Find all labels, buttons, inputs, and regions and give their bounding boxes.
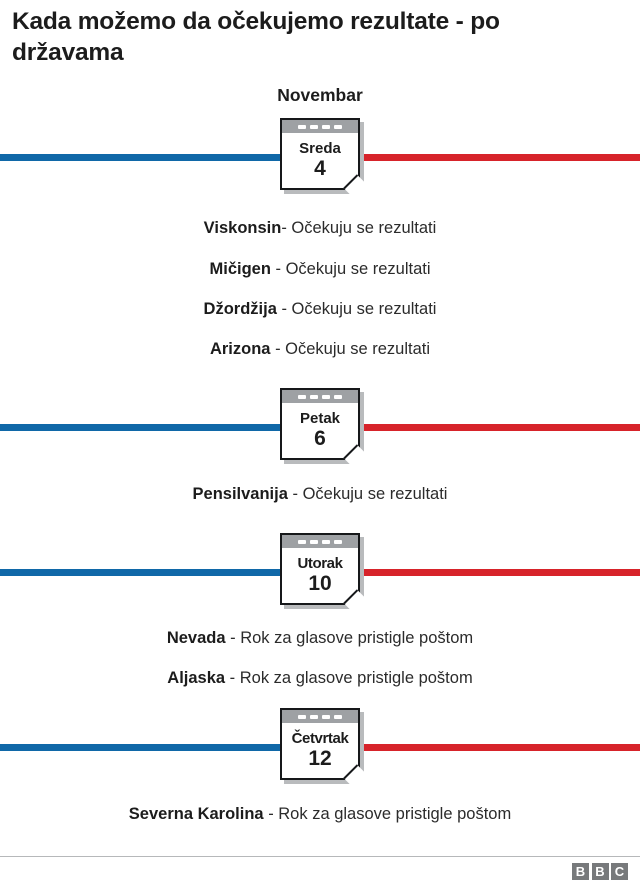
page-title: Kada možemo da očekujemo rezultate - po … <box>12 8 500 67</box>
event-state: Aljaska <box>167 669 226 687</box>
rail-blue-1 <box>0 154 320 161</box>
event-row: Severna Karolina - Rok za glasove pristi… <box>0 805 640 825</box>
calendar-day-number-4: 12 <box>308 747 332 771</box>
calendar-ring-icon <box>334 539 342 544</box>
calendar-card-body-3: Utorak 10 <box>282 548 358 603</box>
rail-red-2 <box>320 424 640 431</box>
event-desc: - Rok za glasove pristigle poštom <box>230 629 474 647</box>
event-state: Nevada <box>166 629 226 647</box>
event-desc: - Očekuju se rezultati <box>275 340 431 358</box>
calendar-day-number-3: 10 <box>308 572 332 596</box>
bbc-letter-1: B <box>572 863 589 880</box>
calendar-ring-icon <box>298 124 306 129</box>
calendar-ring-icon <box>322 124 330 129</box>
event-row: Džordžija - Očekuju se rezultati <box>0 300 640 320</box>
bbc-logo: B B C <box>572 863 628 880</box>
rail-blue-2 <box>0 424 320 431</box>
event-row: Pensilvanija - Očekuju se rezultati <box>0 485 640 505</box>
calendar-day-number-2: 6 <box>314 427 326 451</box>
calendar-ring-icon <box>334 124 342 129</box>
event-row: Aljaska - Rok za glasove pristigle pošto… <box>0 669 640 689</box>
event-state: Mičigen <box>209 260 271 278</box>
event-state: Viskonsin <box>203 219 282 237</box>
calendar-day-name-3: Utorak <box>297 554 343 572</box>
calendar-ring-icon <box>322 714 330 719</box>
calendar-rings-bar-4 <box>282 710 358 723</box>
calendar-ring-icon <box>298 539 306 544</box>
event-desc: - Očekuju se rezultati <box>275 260 431 278</box>
calendar-card-body-2: Petak 6 <box>282 403 358 458</box>
event-state: Severna Karolina <box>128 805 264 823</box>
calendar-ring-icon <box>334 394 342 399</box>
calendar-ring-icon <box>298 714 306 719</box>
calendar-ring-icon <box>322 539 330 544</box>
rail-red-4 <box>320 744 640 751</box>
calendar-rings-bar-1 <box>282 120 358 133</box>
bbc-letter-2: B <box>591 863 609 880</box>
calendar-card-1: Sreda 4 <box>280 118 372 203</box>
event-desc: - Očekuju se rezultati <box>281 219 437 237</box>
timeline-section-4: Četvrtak 12 <box>0 708 640 793</box>
calendar-ring-icon <box>310 714 318 719</box>
event-desc: - Očekuju se rezultati <box>292 485 448 503</box>
bbc-letter-3: C <box>611 863 628 880</box>
rail-red-1 <box>320 154 640 161</box>
footer-divider <box>0 856 640 857</box>
timeline-section-3: Utorak 10 <box>0 533 640 618</box>
calendar-card-4: Četvrtak 12 <box>280 708 372 793</box>
event-desc: - Rok za glasove pristigle poštom <box>229 669 473 687</box>
calendar-ring-icon <box>298 394 306 399</box>
calendar-ring-icon <box>310 539 318 544</box>
calendar-day-number-1: 4 <box>314 157 326 181</box>
calendar-card-3: Utorak 10 <box>280 533 372 618</box>
rail-blue-4 <box>0 744 320 751</box>
calendar-day-name-1: Sreda <box>299 139 341 157</box>
month-label: Novembar <box>277 85 363 105</box>
calendar-card-2: Petak 6 <box>280 388 372 473</box>
calendar-day-name-4: Četvrtak <box>291 729 349 747</box>
rail-red-3 <box>320 569 640 576</box>
event-row: Arizona - Očekuju se rezultati <box>0 340 640 360</box>
event-desc: - Rok za glasove pristigle poštom <box>268 805 512 823</box>
event-desc: - Očekuju se rezultati <box>281 300 437 318</box>
event-row: Mičigen - Očekuju se rezultati <box>0 260 640 280</box>
event-row: Nevada - Rok za glasove pristigle poštom <box>0 629 640 649</box>
calendar-ring-icon <box>322 394 330 399</box>
rail-blue-3 <box>0 569 320 576</box>
calendar-ring-icon <box>310 394 318 399</box>
calendar-card-body-4: Četvrtak 12 <box>282 723 358 778</box>
calendar-day-name-2: Petak <box>299 409 341 427</box>
timeline-section-1: Sreda 4 <box>0 118 640 203</box>
calendar-ring-icon <box>310 124 318 129</box>
event-row: Viskonsin- Očekuju se rezultati <box>0 219 640 239</box>
calendar-rings-bar-2 <box>282 390 358 403</box>
event-state: Pensilvanija <box>192 485 288 503</box>
timeline-section-2: Petak 6 <box>0 388 640 473</box>
calendar-card-body-1: Sreda 4 <box>282 133 358 188</box>
event-state: Džordžija <box>203 300 277 318</box>
calendar-rings-bar-3 <box>282 535 358 548</box>
calendar-ring-icon <box>334 714 342 719</box>
event-state: Arizona <box>209 340 271 358</box>
